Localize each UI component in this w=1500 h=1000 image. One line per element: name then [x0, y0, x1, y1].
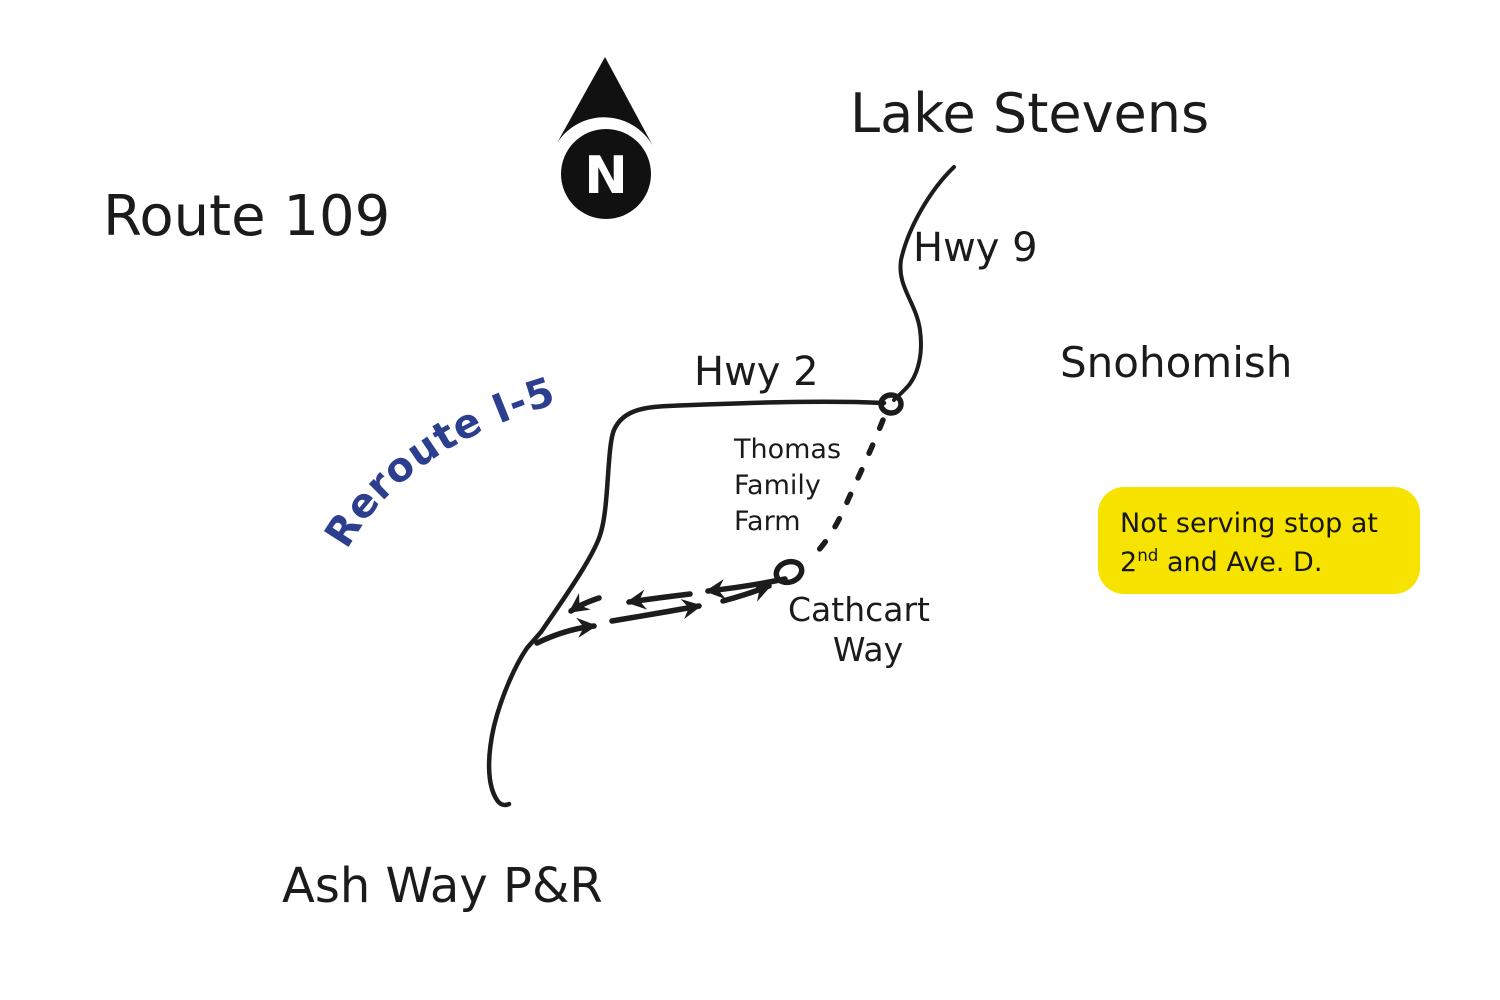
hwy2-hwy9-junction-loop — [878, 392, 904, 416]
outbound-arrow-2 — [609, 599, 703, 624]
label-snohomish: Snohomish — [1060, 338, 1293, 387]
outbound-arrow-3 — [720, 582, 772, 604]
inbound-arrow-3 — [568, 593, 602, 614]
hwy9-road-line — [892, 165, 956, 402]
note-stop-number: 2 — [1120, 547, 1138, 578]
compass-arrow-icon — [557, 57, 653, 146]
label-thomas-family-farm: Thomas Family Farm — [734, 432, 841, 540]
inbound-arrow-2 — [625, 589, 693, 610]
main-route-line — [486, 399, 887, 808]
service-note-line1: Not serving stop at — [1120, 508, 1379, 539]
note-stop-rest: and Ave. D. — [1158, 547, 1323, 578]
cathcart-turnaround-loop — [773, 558, 805, 586]
thomas-farm-line3: Farm — [734, 506, 801, 537]
label-hwy-9: Hwy 9 — [913, 225, 1038, 271]
route-title: Route 109 — [103, 184, 391, 249]
inbound-arrow-1 — [704, 576, 788, 600]
service-note: Not serving stop at 2nd and Ave. D. — [1098, 487, 1420, 594]
outbound-arrow-1 — [534, 617, 598, 646]
compass-letter: N — [584, 146, 628, 206]
cathcart-line1: Cathcart — [788, 590, 930, 629]
label-ash-way-pr: Ash Way P&R — [282, 858, 603, 914]
label-lake-stevens: Lake Stevens — [850, 82, 1210, 145]
note-stop-ordinal: nd — [1137, 545, 1159, 565]
reroute-i5-label: Reroute I-5 — [316, 369, 560, 556]
reroute-dotted-line — [806, 417, 886, 563]
label-cathcart-way: Cathcart Way — [788, 590, 948, 670]
svg-text:Reroute I-5: Reroute I-5 — [316, 369, 561, 556]
cathcart-line2: Way — [832, 630, 904, 669]
thomas-farm-line2: Family — [734, 470, 821, 501]
thomas-farm-line1: Thomas — [734, 434, 842, 465]
service-note-line2: 2nd and Ave. D. — [1120, 547, 1322, 578]
compass-circle — [561, 129, 651, 219]
compass-north-icon: N — [557, 57, 653, 219]
label-hwy-2: Hwy 2 — [694, 349, 819, 395]
